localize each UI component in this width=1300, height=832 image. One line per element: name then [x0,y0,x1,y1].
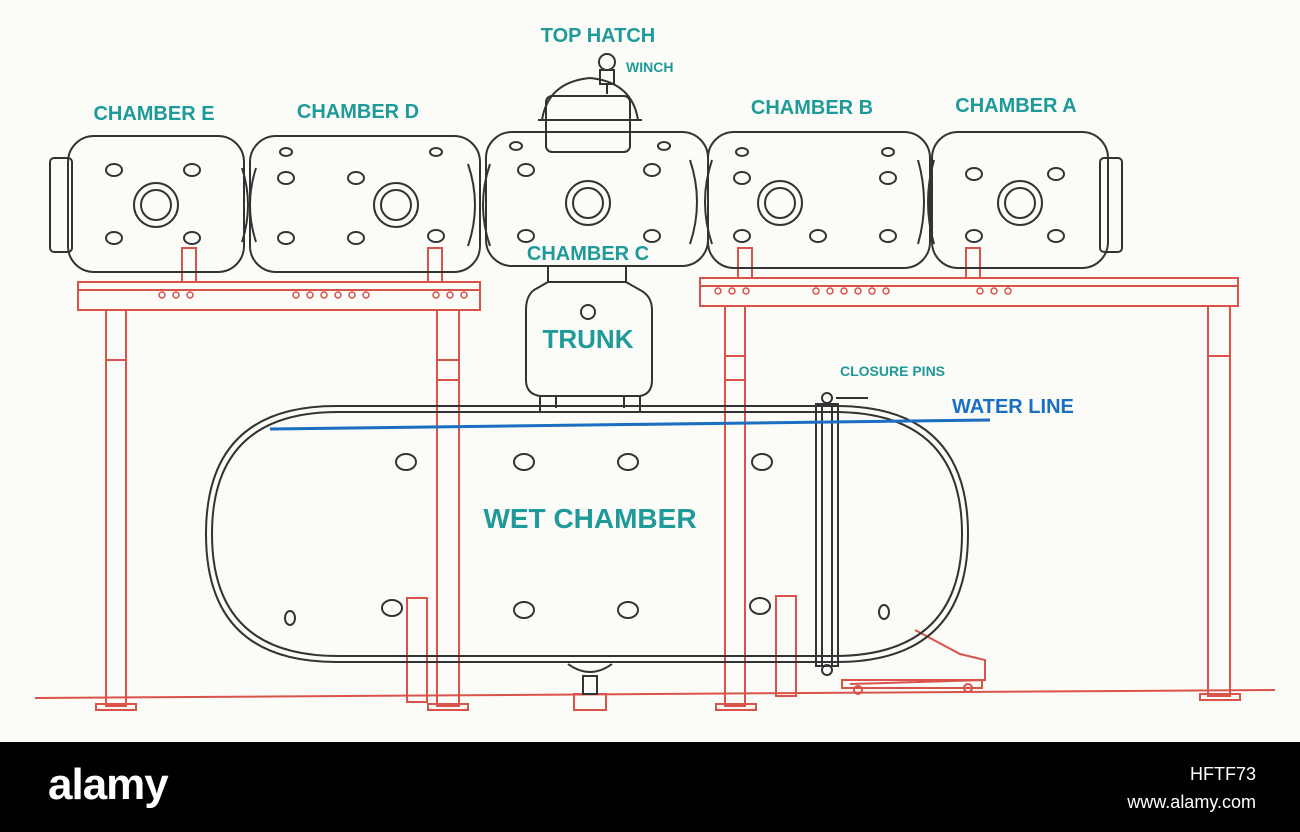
label-chamber-b: CHAMBER B [751,97,873,119]
label-chamber-d: CHAMBER D [297,101,419,123]
image-id: HFTF73 [1189,764,1256,784]
label-water-line: WATER LINE [952,396,1074,418]
chamber-row [49,53,1123,412]
support-frame [34,247,1276,711]
site-url: www.alamy.com [1127,792,1256,812]
watermark-bar: alamy HFTF73 www.alamy.com [0,742,1300,832]
table-holes [158,287,1012,299]
label-chamber-c: CHAMBER C [527,243,649,265]
label-wet-chamber: WET CHAMBER [483,503,696,534]
label-top-hatch: TOP HATCH [541,25,655,47]
viewports [105,141,1065,320]
label-winch: WINCH [626,59,673,75]
brand-logo: alamy [48,760,169,809]
wet-chamber [204,392,970,695]
chamber-diagram: TOP HATCH WINCH CHAMBER E CHAMBER D CHAM… [34,25,1276,711]
label-trunk: TRUNK [543,324,634,354]
water-line [269,418,991,431]
label-chamber-e: CHAMBER E [93,103,214,125]
label-closure-pins: CLOSURE PINS [840,363,945,379]
label-chamber-a: CHAMBER A [955,95,1076,117]
